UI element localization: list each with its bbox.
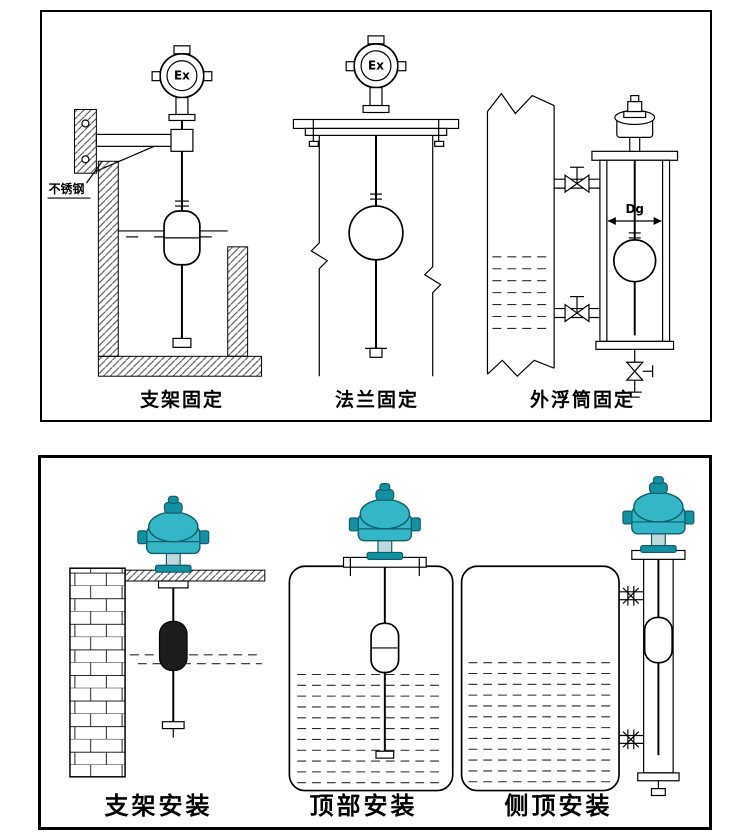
fixing-methods-panel: Ex 不锈钢 bbox=[40, 10, 712, 422]
tank bbox=[460, 565, 620, 792]
installation-methods-panel: 支架安装 顶部安装 侧顶安装 bbox=[38, 455, 712, 830]
bracket-fixing-figure: Ex 不锈钢 bbox=[47, 45, 263, 377]
valve-icon bbox=[564, 174, 590, 194]
pit-floor bbox=[97, 355, 263, 377]
flange-fixing-figure: Ex bbox=[292, 35, 460, 377]
caption-bracket-install: 支架安装 bbox=[104, 792, 213, 820]
flange bbox=[292, 118, 460, 147]
caption-bracket-fixing: 支架固定 bbox=[139, 389, 224, 411]
mounting-bracket bbox=[73, 109, 194, 174]
chamber-float bbox=[612, 239, 657, 283]
brick-wall bbox=[69, 567, 126, 778]
valve-icon bbox=[564, 303, 590, 323]
float bbox=[643, 616, 674, 664]
stainless-steel-label: 不锈钢 bbox=[49, 181, 85, 196]
drain-valve-icon bbox=[625, 361, 645, 373]
caption-flange-fixing: 法兰固定 bbox=[334, 389, 419, 411]
external-chamber-figure: Dg bbox=[486, 92, 679, 398]
sphere-float bbox=[348, 205, 404, 261]
caption-side-top-install: 侧顶安装 bbox=[504, 792, 613, 820]
ex-marking-left: Ex bbox=[174, 69, 190, 83]
side-top-install-figure bbox=[460, 476, 695, 797]
caption-external-chamber-fixing: 外浮筒固定 bbox=[529, 389, 635, 411]
transmitter-icon bbox=[137, 495, 210, 573]
ex-marking-middle: Ex bbox=[368, 59, 384, 73]
bracket-shelf bbox=[124, 569, 266, 582]
transmitter-icon bbox=[348, 482, 421, 561]
fixing-methods-drawing: Ex 不锈钢 bbox=[47, 35, 679, 398]
transmitter-icon bbox=[622, 476, 695, 554]
ex-instrument-icon: Ex bbox=[345, 35, 407, 114]
transmitter-head-icon bbox=[614, 94, 656, 152]
tank bbox=[288, 565, 454, 792]
ex-instrument-icon: Ex bbox=[151, 45, 213, 122]
installation-methods-drawing bbox=[69, 476, 695, 797]
pit-left-wall bbox=[97, 160, 119, 357]
caption-top-install: 顶部安装 bbox=[309, 792, 418, 820]
bracket-install-figure bbox=[69, 495, 266, 778]
pit-right-wall bbox=[227, 246, 249, 357]
float bbox=[158, 620, 188, 672]
top-install-figure bbox=[288, 482, 454, 792]
